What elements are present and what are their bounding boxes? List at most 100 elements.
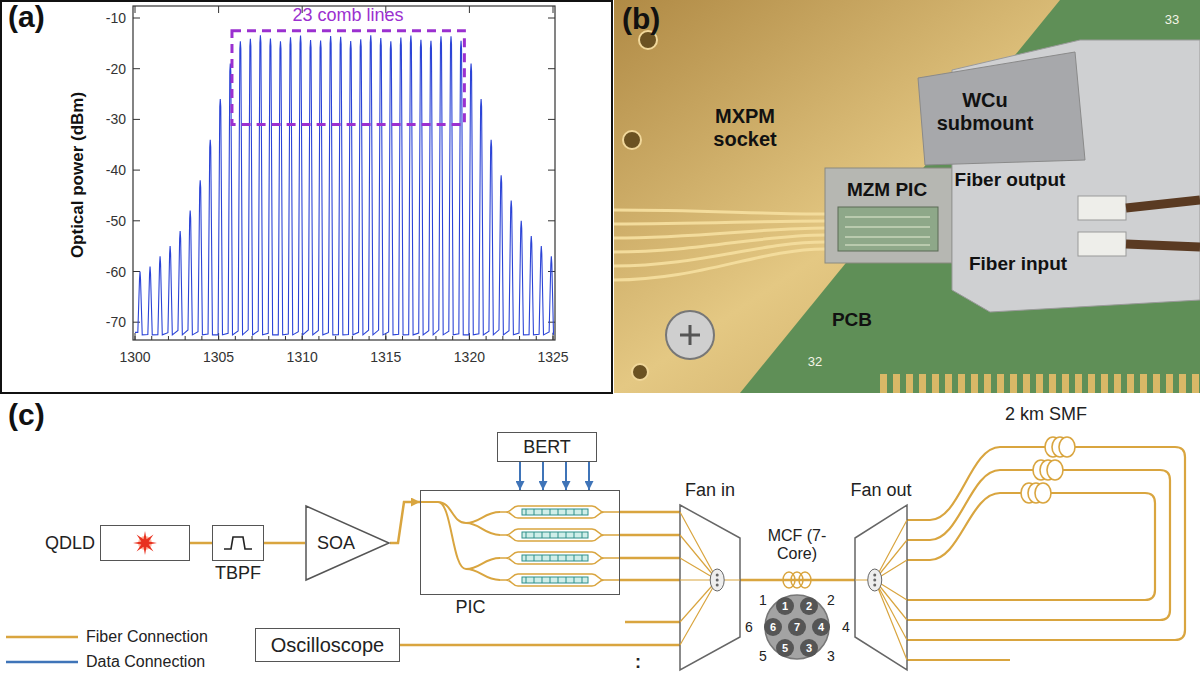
bracket-dashed <box>232 31 464 125</box>
node-text: BERT <box>523 437 571 458</box>
bundle-core <box>873 584 876 587</box>
mzm-electrode <box>522 555 588 561</box>
mzm-arms <box>500 529 620 541</box>
fiber-core <box>812 618 830 636</box>
bundle-core <box>873 574 876 577</box>
socket-hole <box>623 131 641 149</box>
fiber-connector <box>190 542 212 545</box>
core-number: 3 <box>806 642 812 655</box>
part-label: WCu submount <box>928 89 1043 135</box>
connector <box>740 580 855 581</box>
fiber-core <box>776 639 794 657</box>
core-number: 4 <box>842 619 850 635</box>
board-pad <box>1179 374 1186 393</box>
panel-frame <box>1 1 612 393</box>
mzm-electrode-ladder <box>526 577 582 583</box>
annotation: 23 comb lines <box>292 5 403 26</box>
mzm-arms <box>500 506 620 518</box>
fan-fibers <box>855 520 907 660</box>
board-pad <box>1101 374 1108 393</box>
connector <box>620 512 680 580</box>
triangle-outline <box>306 506 389 580</box>
data-connector <box>542 462 544 490</box>
tick-label: -70 <box>106 314 126 330</box>
fiber-connector <box>620 557 680 560</box>
mzm-electrode-ladder <box>526 555 582 561</box>
tick-label: 1325 <box>537 349 568 365</box>
core-number: 1 <box>782 600 788 613</box>
laser-star <box>133 531 157 555</box>
amplifier-triangle: SOA <box>305 505 390 581</box>
core-number: 3 <box>827 648 835 664</box>
trapezoid-outline <box>680 505 740 670</box>
chip-carrier <box>825 168 952 263</box>
bundle-core <box>716 574 719 577</box>
connector <box>390 502 420 543</box>
connector <box>520 462 589 490</box>
legend-text: Data Connection <box>86 653 205 671</box>
bundle-core <box>716 579 719 582</box>
tick-label: 1310 <box>287 349 318 365</box>
fiber-spool <box>1059 437 1075 457</box>
board-pad <box>984 374 991 393</box>
board-pad <box>1023 374 1030 393</box>
socket-trace <box>614 221 825 224</box>
fan-in-trapezoid: Fan in <box>680 505 740 670</box>
circuit-board <box>740 0 1200 393</box>
chip-waveguides <box>845 217 930 245</box>
bundle-core <box>873 579 876 582</box>
fiber-loop <box>907 493 1155 600</box>
node-text: Oscilloscope <box>271 634 384 657</box>
axis-ticks <box>133 6 555 340</box>
fiber-coil <box>799 572 811 588</box>
connector <box>190 543 212 544</box>
fiber-connector <box>620 579 680 582</box>
fiber-bundle <box>710 569 724 591</box>
board-pad <box>1192 374 1199 393</box>
legend-line <box>6 661 78 664</box>
tick-label: -40 <box>106 162 126 178</box>
tick-label: -60 <box>106 263 126 279</box>
fiber-connector <box>264 542 305 545</box>
continuation-mark: : <box>635 652 641 673</box>
fiber-label: 2 km SMF <box>1005 404 1087 425</box>
axis-title: Optical power (dBm) <box>68 92 88 258</box>
board-pad <box>1036 374 1043 393</box>
part-label: Fiber input <box>969 253 1067 275</box>
tick-label: -20 <box>106 61 126 77</box>
node-text: PIC <box>455 597 485 618</box>
node-text: Fan in <box>685 480 735 501</box>
fiber-connector <box>620 534 680 537</box>
board-pad <box>906 374 913 393</box>
fiber-ferrule <box>1078 232 1126 256</box>
core-number: 1 <box>759 592 767 608</box>
tick-label: 1305 <box>203 349 234 365</box>
fiber-core <box>800 639 818 657</box>
core-number: 6 <box>745 619 753 635</box>
fiber-spool <box>1035 483 1051 503</box>
board-pad <box>1127 374 1134 393</box>
screw-head <box>666 311 714 359</box>
board-pad <box>1010 374 1017 393</box>
bundle-core <box>716 584 719 587</box>
board-pad <box>1140 374 1147 393</box>
fiber-cross-section <box>765 595 829 659</box>
board-pad <box>1075 374 1082 393</box>
connector <box>264 543 305 544</box>
part-label: PCB <box>832 309 872 331</box>
board-number: 33 <box>1165 13 1179 28</box>
node-text: TBPF <box>215 563 261 584</box>
board-pad <box>1088 374 1095 393</box>
board-pad <box>1049 374 1056 393</box>
fiber-loop <box>907 447 1185 640</box>
tick-label: -30 <box>106 111 126 127</box>
fiber-connector <box>740 579 855 582</box>
data-connector <box>519 462 521 490</box>
laser-box: QDLD <box>100 525 190 561</box>
fiber-core <box>776 597 794 615</box>
fiber-connector <box>620 511 680 514</box>
tick-label: 1315 <box>370 349 401 365</box>
fiber-core <box>800 597 818 615</box>
